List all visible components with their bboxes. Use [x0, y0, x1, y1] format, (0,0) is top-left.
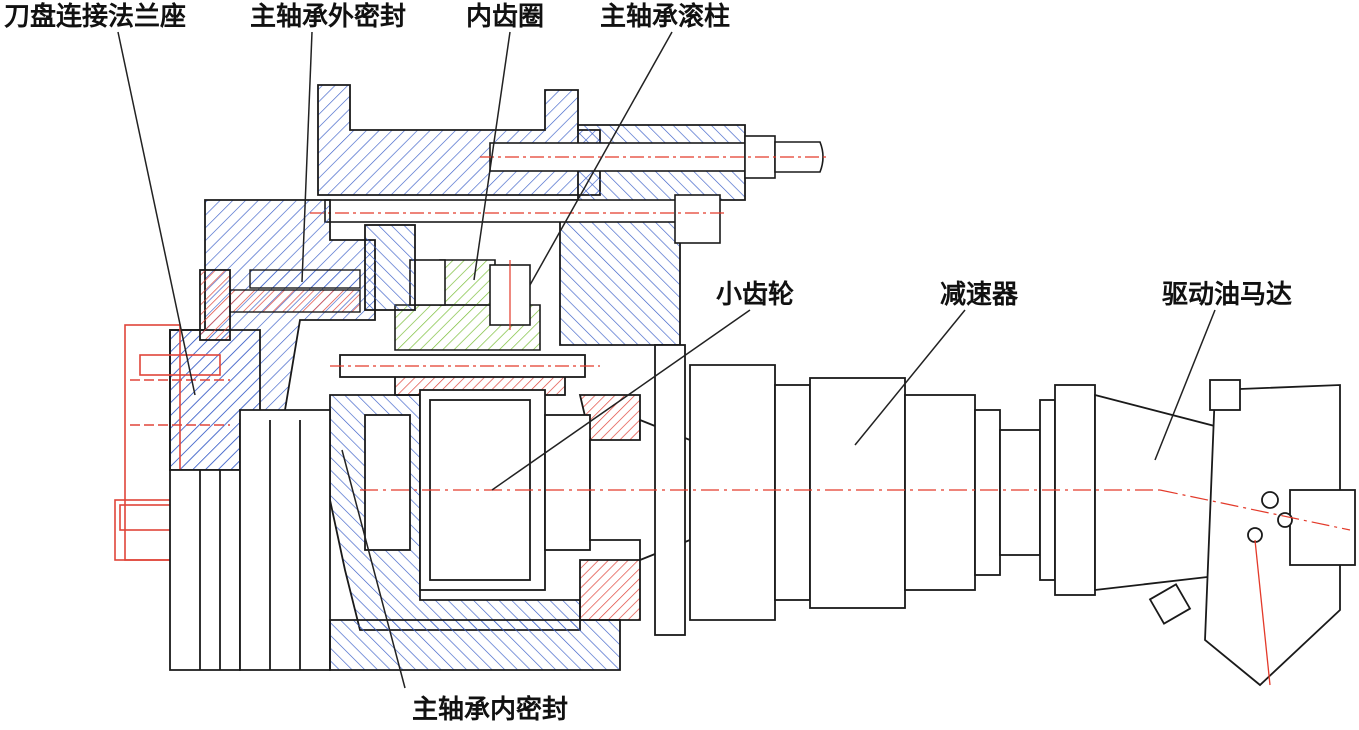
- label-main-bearing-outer-seal: 主轴承外密封: [250, 2, 407, 32]
- hydraulic-motor-part: [1094, 379, 1356, 687]
- inner-gear-ring-part: [394, 259, 541, 351]
- motor-centerline: [1159, 489, 1351, 531]
- label-main-bearing-inner-seal: 主轴承内密封: [412, 695, 569, 725]
- flange-seat: [169, 199, 376, 476]
- label-cutterhead-flange-seat: 刀盘连接法兰座: [4, 2, 187, 32]
- label-main-bearing-roller: 主轴承滚柱: [600, 2, 731, 32]
- long-bolt-lower: [310, 194, 725, 244]
- label-drive-hydraulic-motor: 驱动油马达: [1162, 280, 1293, 310]
- leader-lines: [117, 31, 1216, 689]
- label-pinion: 小齿轮: [716, 280, 795, 310]
- reducer-part: [689, 364, 1096, 621]
- outer-seal-parts: [229, 269, 361, 313]
- long-bolt-upper: [480, 135, 830, 179]
- label-inner-gear-ring: 内齿圈: [466, 2, 545, 32]
- pinion-part: [364, 389, 591, 591]
- label-reducer: 减速器: [940, 280, 1019, 310]
